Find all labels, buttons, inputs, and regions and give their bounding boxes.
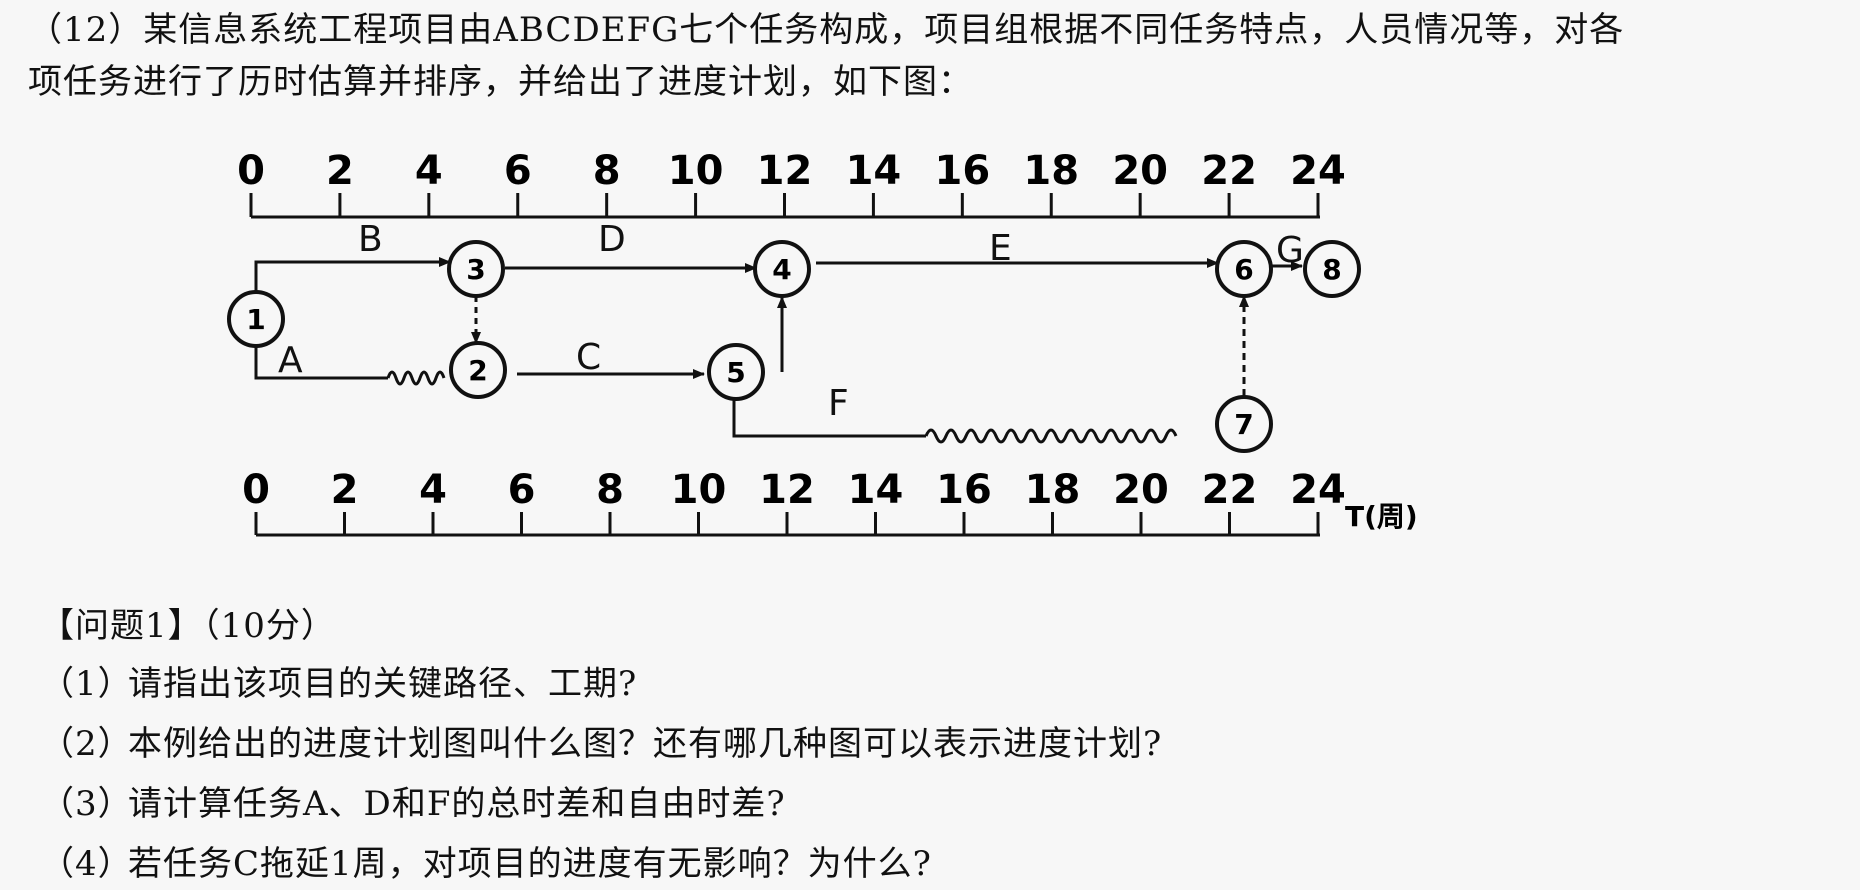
question-text: 请计算任务A、D和F的总时差和自由时差? — [128, 784, 786, 824]
node-circle — [1303, 240, 1361, 298]
intro-line-2: 项任务进行了历时估算并排序，并给出了进度计划，如下图： — [28, 62, 973, 102]
bottom-axis-tick-label: 0 — [242, 467, 270, 513]
bottom-axis-tick-label: 22 — [1202, 467, 1258, 513]
bottom-axis-tick-label: 12 — [759, 467, 815, 513]
axis-unit-label: T(周) — [1345, 500, 1418, 533]
question-item-3: （3）请计算任务A、D和F的总时差和自由时差? — [40, 776, 786, 825]
node-label: 4 — [772, 253, 791, 286]
top-axis-tick-label: 0 — [237, 148, 265, 194]
top-axis-tick-label: 22 — [1201, 148, 1257, 194]
question-item-1: （1）请指出该项目的关键路径、工期? — [40, 656, 637, 705]
node-circle — [447, 240, 505, 298]
bottom-axis-tick-label: 14 — [848, 467, 904, 513]
top-axis-tick-label: 10 — [668, 148, 724, 194]
node-6: 6 — [1215, 240, 1273, 298]
node-4: 4 — [753, 240, 811, 298]
task-b-arrow — [254, 257, 451, 294]
task-d-label: D — [598, 219, 626, 260]
bottom-axis-tick-label: 18 — [1025, 467, 1081, 513]
node-3: 3 — [447, 240, 505, 298]
bottom-axis-tick-label: 8 — [596, 467, 624, 513]
task-a-line — [254, 346, 388, 380]
node-label: 1 — [246, 303, 265, 336]
top-axis-tick-label: 12 — [757, 148, 813, 194]
bottom-axis-tick-label: 4 — [419, 467, 447, 513]
question-text: 若任务C拖延1周，对项目的进度有无影响？为什么? — [128, 844, 932, 884]
question-number: （4） — [40, 844, 133, 884]
top-axis-tick-label: 16 — [934, 148, 990, 194]
top-axis-tick-label: 6 — [504, 148, 532, 194]
task-f-free-float-wave — [924, 428, 1178, 444]
node-circle — [1215, 395, 1273, 453]
task-g-label: G — [1276, 230, 1304, 271]
question-item-4: （4）若任务C拖延1周，对项目的进度有无影响？为什么? — [40, 836, 932, 885]
node-8: 8 — [1303, 240, 1361, 298]
bottom-axis-tick-label: 24 — [1290, 467, 1346, 513]
question-number: （1） — [40, 664, 133, 704]
bottom-axis-tick-label: 16 — [936, 467, 992, 513]
bottom-axis-tick-label: 6 — [508, 467, 536, 513]
node-1: 1 — [227, 290, 285, 348]
node-circle — [1215, 240, 1273, 298]
task-a-free-float-wave — [386, 370, 446, 386]
node-5: 5 — [707, 343, 765, 401]
intro-line-1: （12）某信息系统工程项目由ABCDEFG七个任务构成，项目组根据不同任务特点，… — [28, 10, 1625, 50]
node-label: 7 — [1234, 408, 1253, 441]
node-circle — [753, 240, 811, 298]
node-7: 7 — [1215, 395, 1273, 453]
node-2: 2 — [449, 341, 507, 399]
node-circle — [449, 341, 507, 399]
top-axis-tick-label: 2 — [326, 148, 354, 194]
node-circle — [707, 343, 765, 401]
task-b-label: B — [358, 219, 383, 260]
node-circle — [227, 290, 285, 348]
top-axis-tick-label: 18 — [1023, 148, 1079, 194]
bottom-axis-tick-label: 2 — [331, 467, 359, 513]
task-c-label: C — [576, 337, 601, 378]
top-axis-tick-label: 14 — [846, 148, 902, 194]
node-label: 6 — [1234, 253, 1253, 286]
question-text: 本例给出的进度计划图叫什么图？还有哪几种图可以表示进度计划? — [128, 724, 1163, 764]
node-label: 3 — [466, 253, 485, 286]
question-header: 【问题1】（10分） — [40, 606, 336, 646]
question-number: （3） — [40, 784, 133, 824]
task-e-label: E — [989, 228, 1012, 269]
node-label: 5 — [726, 356, 745, 389]
task-f-label: F — [828, 383, 849, 424]
node-label: 2 — [468, 354, 487, 387]
top-axis-tick-label: 20 — [1112, 148, 1168, 194]
task-a-label: A — [278, 340, 303, 381]
question-text: 请指出该项目的关键路径、工期? — [128, 664, 638, 704]
bottom-axis-tick-label: 20 — [1113, 467, 1169, 513]
bottom-axis-tick-label: 10 — [671, 467, 727, 513]
question-number: （2） — [40, 724, 133, 764]
question-item-2: （2）本例给出的进度计划图叫什么图？还有哪几种图可以表示进度计划? — [40, 716, 1162, 765]
problem-intro: （12）某信息系统工程项目由ABCDEFG七个任务构成，项目组根据不同任务特点，… — [28, 4, 1838, 108]
top-axis-tick-label: 24 — [1290, 148, 1346, 194]
task-f-line — [732, 400, 926, 438]
top-axis-tick-label: 8 — [593, 148, 621, 194]
top-axis-tick-label: 4 — [415, 148, 443, 194]
node-label: 8 — [1322, 253, 1341, 286]
